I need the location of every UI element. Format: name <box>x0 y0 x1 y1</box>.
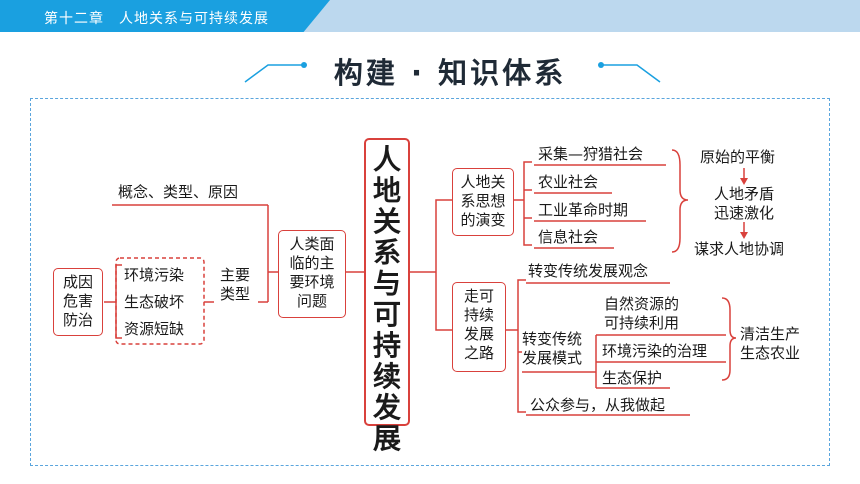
chapter-tab <box>0 0 330 32</box>
causes-hazards-prevention-box: 成因 危害 防治 <box>53 268 103 336</box>
main-types-label: 主要 类型 <box>219 266 250 303</box>
clean-production-label: 清洁生产 生态农业 <box>740 325 801 362</box>
stage-information: 信息社会 <box>538 228 599 246</box>
chapter-title: 第十二章 人地关系与可持续发展 <box>44 11 269 27</box>
problem-pollution: 环境污染 <box>124 266 185 284</box>
stage-industrial: 工业革命时期 <box>538 201 629 219</box>
problem-ecological-damage: 生态破坏 <box>124 293 185 311</box>
thought-evolution-box: 人地关 系思想 的演变 <box>452 168 514 236</box>
stage-agricultural: 农业社会 <box>538 173 599 191</box>
concepts-label: 概念、类型、原因 <box>118 183 239 201</box>
center-topic-box: 人 地 关 系 与 可 持 续 发 展 <box>364 138 410 454</box>
human-environment-problems-box: 人类面 临的主 要环境 问题 <box>278 230 346 318</box>
diagram-frame <box>30 98 830 466</box>
concept-change-label: 转变传统发展观念 <box>528 262 649 280</box>
evolution-coordination: 谋求人地协调 <box>694 240 785 258</box>
public-participation-label: 公众参与，从我做起 <box>530 396 666 414</box>
section-heading: 构建 · 知识体系 <box>333 56 567 90</box>
mode-ecological-protection: 生态保护 <box>602 369 663 387</box>
mode-pollution-control: 环境污染的治理 <box>602 342 708 360</box>
sustainable-path-box: 走可 持续 发展 之路 <box>452 282 506 372</box>
problem-resource-shortage: 资源短缺 <box>124 320 185 338</box>
mode-change-label: 转变传统 发展模式 <box>522 330 583 367</box>
mode-resource-use: 自然资源的 可持续利用 <box>604 295 680 332</box>
evolution-conflict: 人地矛盾 迅速激化 <box>713 185 774 222</box>
stage-hunting-gathering: 采集—狩猎社会 <box>538 145 644 163</box>
heading-decoration <box>244 62 661 83</box>
evolution-primitive-balance: 原始的平衡 <box>700 148 776 166</box>
